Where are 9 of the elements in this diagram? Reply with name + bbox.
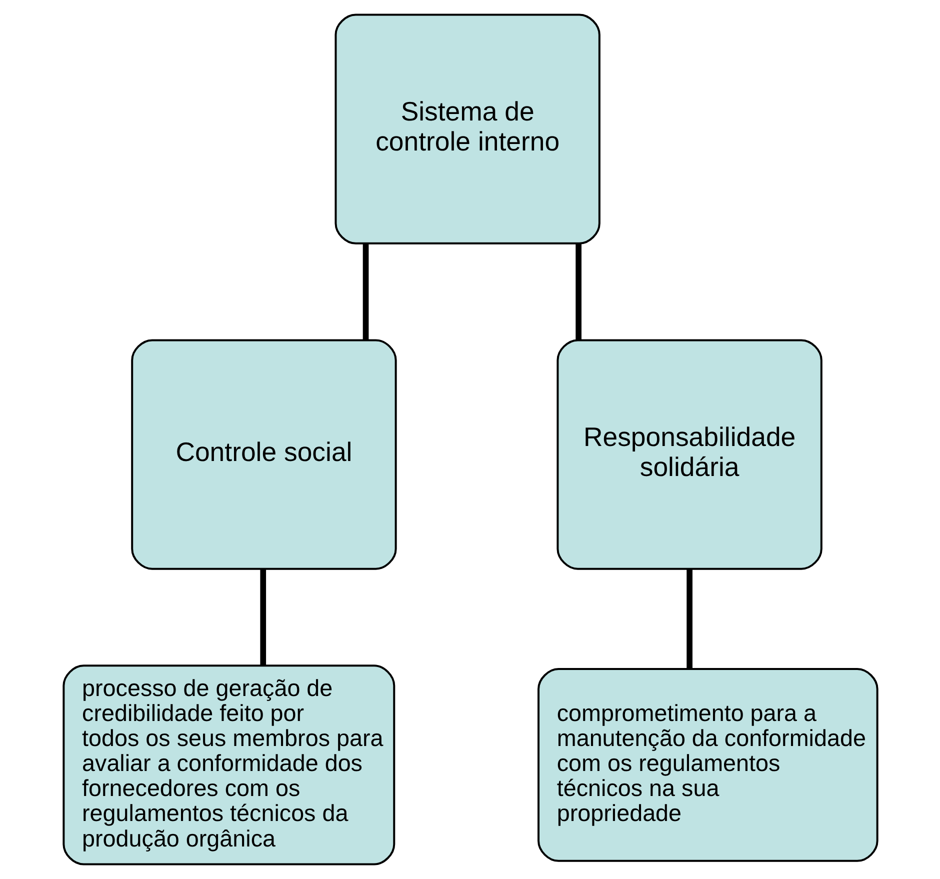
node-box: Controle social	[130, 339, 396, 570]
connector	[575, 244, 581, 340]
node-box: Responsabilidade solidária	[556, 339, 822, 570]
connector	[686, 569, 692, 669]
connector	[362, 244, 368, 340]
connector	[260, 569, 266, 666]
node-box: Sistema de controle interno	[334, 14, 600, 244]
node-box: processo de geração de credibilidade feito por todos os seus membros para avaliar a conformidade dos fornecedores com os regulamentos técnicos da produção orgânica	[62, 664, 395, 866]
node-box: comprometimento para a manutenção da conformidade com os regulamentos técnicos na sua propriedade	[537, 668, 878, 862]
